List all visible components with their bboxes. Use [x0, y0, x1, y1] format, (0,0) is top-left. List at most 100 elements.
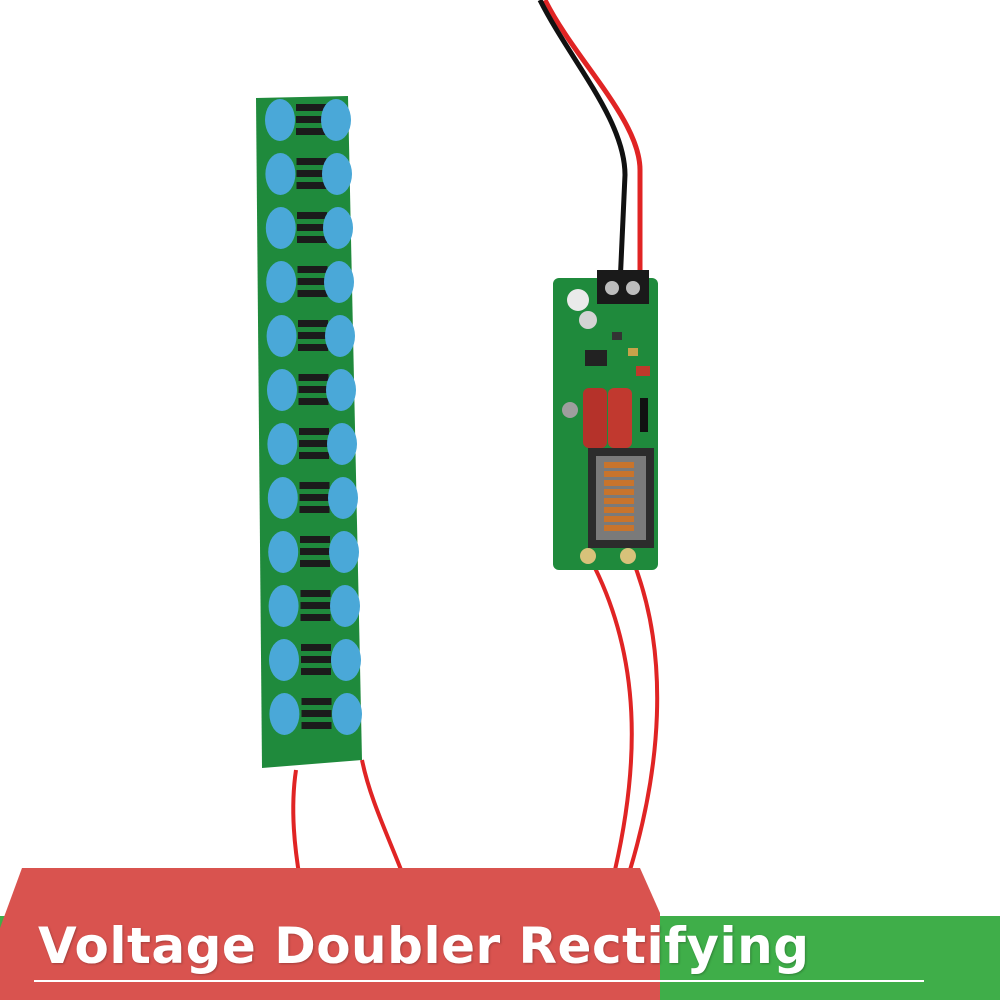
ceramic-capacitor [268, 531, 299, 573]
red-resistor [636, 366, 650, 376]
ceramic-capacitor [325, 315, 355, 357]
copper-winding [604, 462, 634, 468]
red-input-wire [542, 0, 643, 285]
terminal-block [597, 270, 649, 304]
copper-winding [604, 480, 634, 486]
rectifier-diode [296, 104, 326, 111]
ceramic-capacitor [327, 423, 357, 465]
rectifier-diode [301, 656, 331, 663]
rectifier-diode [300, 614, 331, 621]
terminal-screw [626, 281, 640, 295]
rectifier-diode [296, 170, 327, 177]
copper-winding [604, 516, 634, 522]
ceramic-capacitor [332, 693, 362, 735]
rectifier-diode [298, 386, 329, 393]
ceramic-capacitor [323, 207, 353, 249]
rectifier-diode [296, 182, 327, 189]
multiplier-wire-left [291, 769, 302, 881]
rectifier-diode [296, 128, 326, 135]
rectifier-diode [297, 278, 328, 285]
ceramic-capacitor [266, 315, 297, 357]
rectifier-diode [298, 398, 329, 405]
ceramic-capacitor [265, 207, 296, 249]
rectifier-diode [297, 290, 328, 297]
terminal-screw [605, 281, 619, 295]
rectifier-diode [300, 590, 331, 597]
rectifier-diode [299, 452, 329, 459]
ceramic-capacitor [268, 585, 299, 627]
rectifier-diode [298, 332, 328, 339]
rectifier-diode [301, 668, 331, 675]
rectifier-diode [299, 482, 330, 489]
ceramic-capacitor [322, 153, 352, 195]
ceramic-capacitor [326, 369, 356, 411]
ceramic-capacitor [329, 531, 359, 573]
transformer-coil [604, 462, 634, 531]
driver-ic [585, 350, 607, 366]
rectifier-diode [299, 494, 330, 501]
ceramic-capacitor [331, 639, 361, 681]
rectifier-diode [301, 710, 332, 717]
rectifier-diode [296, 116, 326, 123]
multiplier-wire-right [360, 759, 407, 881]
rectifier-diode [300, 548, 330, 555]
ceramic-capacitor [269, 693, 300, 735]
ceramic-capacitor [328, 477, 358, 519]
rectifier-diode [298, 344, 328, 351]
rectifier-diode [299, 428, 329, 435]
film-capacitor [583, 388, 607, 448]
ceramic-capacitor [330, 585, 360, 627]
rectifier-diode [297, 224, 327, 231]
rectifier-diode [299, 506, 330, 513]
input-wires [537, 0, 643, 286]
ceramic-capacitor [266, 261, 297, 303]
output-terminal [620, 548, 636, 564]
rectifier-diode [298, 374, 329, 381]
ceramic-capacitor [267, 369, 297, 411]
rectifier-diode [301, 698, 332, 705]
film-capacitor [608, 388, 632, 448]
output-terminal [580, 548, 596, 564]
driver-board [553, 270, 658, 570]
ceramic-capacitor [265, 99, 295, 141]
rectifier-diode [300, 560, 330, 567]
ceramic-capacitor [321, 99, 351, 141]
black-input-wire [537, 0, 628, 286]
ceramic-capacitor [265, 153, 296, 195]
electrolytic-capacitor [579, 311, 597, 329]
rectifier-diode [298, 320, 328, 327]
output-wire-left [593, 567, 634, 871]
banner-underline [34, 980, 924, 982]
rectifier-diode [300, 602, 331, 609]
ceramic-capacitor [324, 261, 354, 303]
banner-headline: Voltage Doubler Rectifying [38, 917, 810, 975]
rectifier-diode [297, 212, 327, 219]
rectifier-diode [299, 440, 329, 447]
electrolytic-capacitor [567, 289, 589, 311]
output-wires [291, 565, 660, 881]
rectifier-diode [296, 158, 327, 165]
rectifier-diode [301, 644, 331, 651]
ceramic-capacitor [267, 477, 298, 519]
voltage-multiplier-board [256, 96, 362, 768]
smd-component [612, 332, 622, 340]
rectifier-diode [640, 398, 648, 432]
rectifier-diode [301, 722, 332, 729]
diode-stack [296, 104, 332, 729]
mosfet-tab [562, 402, 578, 418]
copper-winding [604, 498, 634, 504]
smd-component [628, 348, 638, 356]
output-wire-right [628, 565, 660, 871]
banner-red-ribbon [0, 868, 660, 1000]
copper-winding [604, 507, 634, 513]
rectifier-diode [297, 236, 327, 243]
copper-winding [604, 525, 634, 531]
capacitor-array [265, 99, 362, 735]
ceramic-capacitor [267, 423, 298, 465]
ceramic-capacitor [269, 639, 299, 681]
copper-winding [604, 489, 634, 495]
copper-winding [604, 471, 634, 477]
rectifier-diode [297, 266, 328, 273]
rectifier-diode [300, 536, 330, 543]
